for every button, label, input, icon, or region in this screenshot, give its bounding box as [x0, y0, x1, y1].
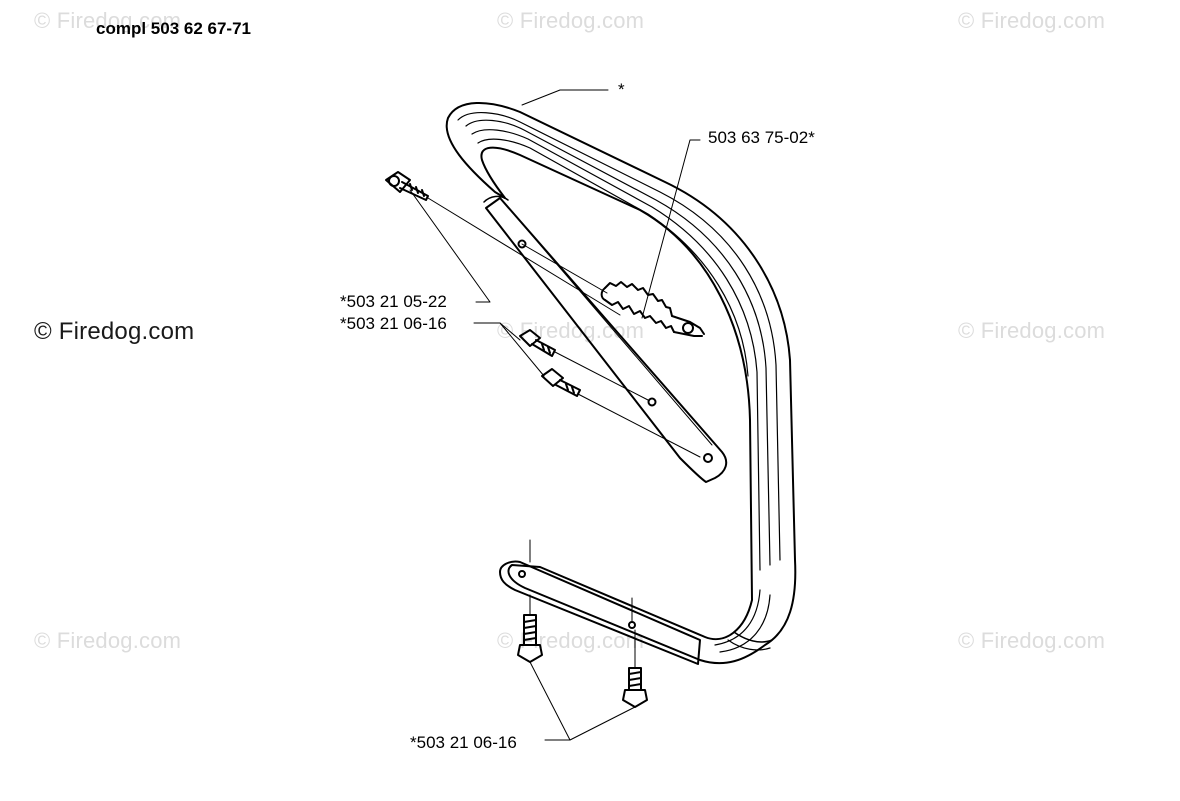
- handle-contour: [457, 112, 781, 561]
- callout-screws-bottom: *503 21 06-16: [410, 733, 517, 752]
- handle-contour: [471, 129, 761, 571]
- watermark-top-left: © Firedog.com: [34, 8, 182, 33]
- handle-contour: [714, 589, 761, 646]
- diagonal-strap: [485, 197, 728, 483]
- bottom-screw-right: [622, 667, 648, 708]
- strap-hole: [703, 453, 713, 463]
- callout-spring: 503 63 75-02*: [708, 128, 815, 147]
- small-screw-upper: [519, 329, 556, 357]
- callout-screw-long: *503 21 05-22: [340, 292, 447, 311]
- assembly-title: compl 503 62 67-71: [96, 19, 251, 38]
- bottom-screw-left: [517, 614, 543, 663]
- watermark-top-center: © Firedog.com: [497, 8, 645, 33]
- callout-screw-short: *503 21 06-16: [340, 314, 447, 333]
- handle-contour: [719, 594, 771, 653]
- anti-vibration-spring: [600, 281, 705, 337]
- handle-contour: [477, 138, 749, 377]
- long-screw: [385, 171, 429, 201]
- watermark-bottom-right: © Firedog.com: [958, 628, 1106, 653]
- watermark-middle-right: © Firedog.com: [958, 318, 1106, 343]
- foot-bracket: [499, 560, 701, 665]
- strap-hole: [647, 397, 657, 407]
- watermark-top-right: © Firedog.com: [958, 8, 1106, 33]
- small-screw-lower: [541, 368, 581, 397]
- strap-hole: [517, 239, 527, 249]
- leader-lines: [409, 89, 701, 741]
- watermark-middle-left: © Firedog.com: [34, 318, 195, 345]
- handle-contour: [465, 119, 771, 566]
- watermark-bottom-left: © Firedog.com: [34, 628, 182, 653]
- callout-handle: *: [618, 80, 625, 99]
